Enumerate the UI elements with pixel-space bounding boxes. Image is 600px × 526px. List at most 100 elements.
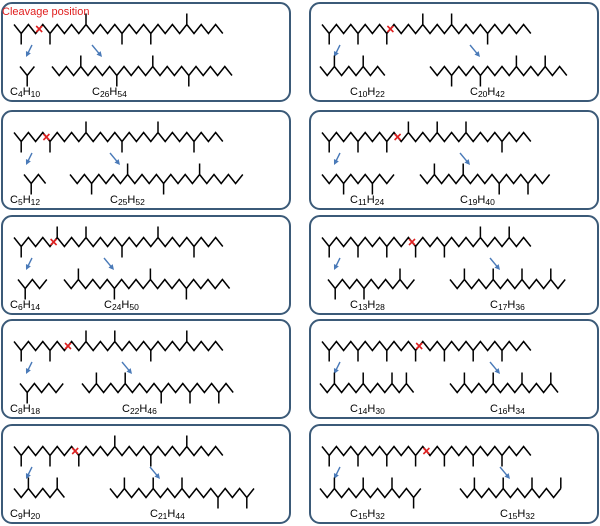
arrow-icon — [499, 466, 508, 476]
fragment-left — [319, 55, 386, 77]
parent-molecule — [13, 330, 224, 362]
cleavage-mark-icon — [408, 238, 416, 246]
panel-5: C6H14 C24H50 — [1, 215, 291, 315]
arrowhead-icon — [25, 159, 31, 165]
parent-molecule — [321, 226, 532, 258]
arrow-icon — [335, 152, 341, 161]
arrowhead-icon — [108, 264, 114, 270]
arrowhead-icon — [114, 159, 120, 165]
panel-1: C4H10 C26H54 — [1, 2, 291, 102]
formula-right: C24H50 — [104, 299, 139, 312]
fragment-left — [19, 382, 64, 404]
cleavage-mark-icon — [422, 447, 430, 455]
arrowhead-icon — [494, 368, 500, 374]
formula-left: C8H18 — [10, 403, 40, 416]
fragment-left — [319, 372, 415, 394]
formula-left: C14H30 — [350, 403, 385, 416]
formula-right: C26H54 — [92, 86, 127, 99]
fragment-right — [419, 163, 551, 195]
formula-left: C6H14 — [10, 299, 40, 312]
formula-left: C9H20 — [10, 508, 40, 521]
diagram-title: Cleavage position — [2, 6, 89, 18]
arrowhead-icon — [333, 264, 339, 270]
cleavage-mark-icon — [64, 342, 72, 350]
panel-6: C13H28 C17H36 — [309, 215, 599, 315]
formula-right: C20H42 — [470, 86, 505, 99]
arrowhead-icon — [25, 264, 31, 270]
formula-right: C15H32 — [500, 508, 535, 521]
arrow-icon — [27, 44, 33, 53]
fragment-right — [449, 268, 566, 290]
arrow-icon — [459, 152, 468, 162]
formula-left: C11H24 — [350, 194, 384, 207]
arrowhead-icon — [154, 473, 160, 479]
fragment-left — [327, 268, 415, 300]
panel-9: C9H20 C21H44 — [1, 424, 291, 524]
arrow-icon — [149, 466, 158, 476]
formula-left: C10H22 — [350, 86, 385, 99]
arrow-icon — [27, 152, 33, 161]
parent-molecule — [13, 226, 224, 258]
cleavage-mark-icon — [415, 342, 423, 350]
formula-left: C13H28 — [350, 299, 385, 312]
cleavage-mark-icon — [71, 447, 79, 455]
arrowhead-icon — [333, 159, 339, 165]
formula-left: C5H12 — [10, 194, 40, 207]
fragment-right — [63, 268, 231, 300]
fragment-right — [81, 372, 234, 404]
arrow-icon — [91, 44, 100, 54]
fragment-left — [13, 477, 65, 499]
fragment-right — [69, 163, 244, 195]
parent-molecule — [13, 121, 224, 153]
arrow-icon — [103, 257, 112, 267]
formula-right: C22H46 — [122, 403, 157, 416]
arrowhead-icon — [25, 51, 31, 57]
fragment-left — [17, 278, 48, 300]
formula-right: C17H36 — [490, 299, 525, 312]
arrow-icon — [27, 257, 33, 266]
panel-10: C15H32 C15H32 — [309, 424, 599, 524]
arrowhead-icon — [333, 368, 339, 374]
arrow-icon — [335, 466, 341, 475]
arrow-icon — [335, 44, 341, 53]
fragment-right — [459, 477, 562, 499]
formula-right: C19H40 — [460, 194, 495, 207]
arrow-icon — [27, 466, 33, 475]
arrowhead-icon — [494, 264, 500, 270]
fragment-right — [109, 477, 255, 509]
arrowhead-icon — [464, 159, 470, 165]
arrowhead-icon — [504, 473, 510, 479]
fragment-right — [429, 55, 568, 87]
formula-left: C4H10 — [10, 86, 40, 99]
cleavage-mark-icon — [386, 25, 394, 33]
parent-molecule — [321, 340, 532, 362]
parent-molecule — [13, 435, 224, 467]
panel-frame — [1, 215, 291, 315]
arrow-icon — [335, 257, 341, 266]
panel-2: C10H22 C20H42 — [309, 2, 599, 102]
fragment-left — [19, 66, 35, 87]
arrowhead-icon — [333, 473, 339, 479]
formula-right: C21H44 — [150, 508, 185, 521]
cleavage-mark-icon — [394, 133, 402, 141]
panel-8: C14H30 C16H34 — [309, 319, 599, 419]
parent-molecule — [321, 13, 532, 45]
panel-3: C5H12 C25H52 — [1, 110, 291, 210]
formula-right: C25H52 — [110, 194, 145, 207]
formula-right: C16H34 — [490, 403, 525, 416]
arrow-icon — [469, 44, 478, 54]
fragment-right — [449, 372, 559, 394]
arrowhead-icon — [25, 368, 31, 374]
arrowhead-icon — [25, 473, 31, 479]
arrow-icon — [489, 257, 498, 267]
formula-left: C15H32 — [350, 508, 385, 521]
arrow-icon — [109, 152, 118, 162]
fragment-left — [321, 173, 395, 195]
arrow-icon — [335, 361, 341, 370]
panel-4: C11H24 C19H40 — [309, 110, 599, 210]
panel-frame — [1, 110, 291, 210]
arrow-icon — [489, 361, 498, 371]
parent-molecule — [321, 121, 532, 153]
parent-molecule — [13, 13, 224, 45]
